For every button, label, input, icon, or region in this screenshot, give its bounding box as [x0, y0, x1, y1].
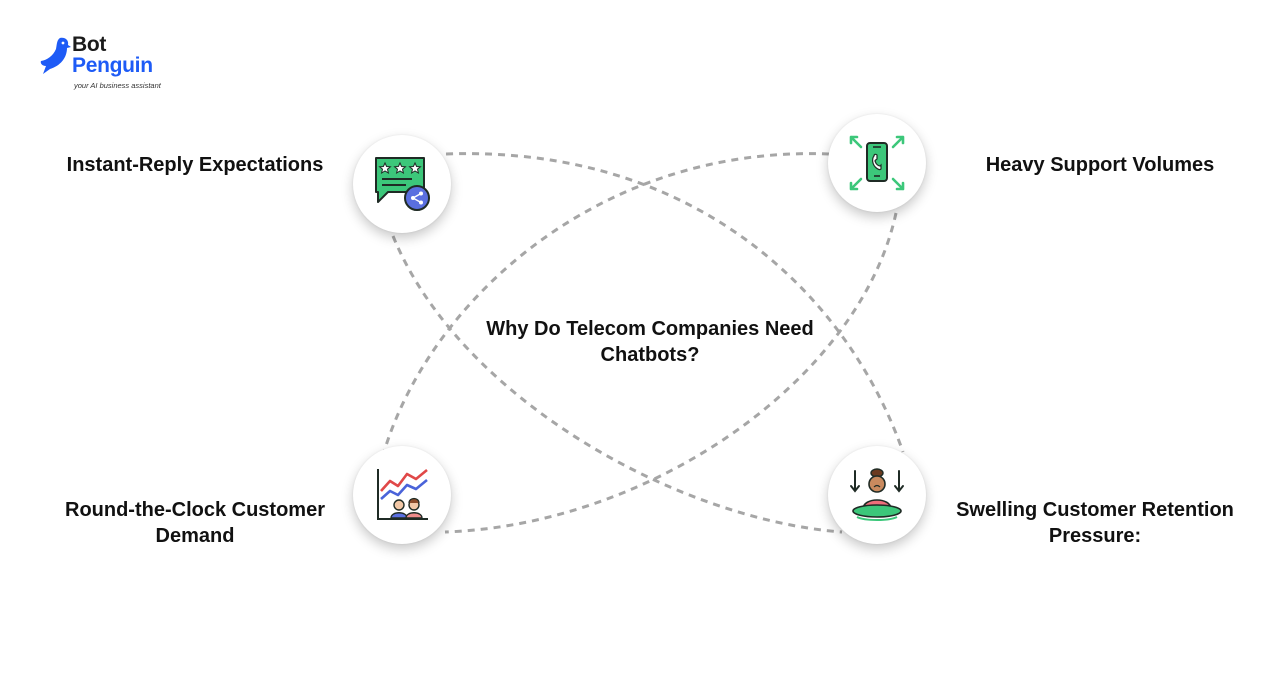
- connector-tl-to-br: [445, 152, 905, 453]
- brand-tagline: your AI business assistant: [74, 81, 161, 90]
- growth-chart-people-icon: [377, 468, 428, 520]
- node-round-the-clock: [353, 446, 451, 544]
- person-sinking-icon: [850, 468, 904, 521]
- node-instant-reply: [353, 135, 451, 233]
- penguin-bird-icon: [40, 37, 71, 74]
- brand-name-line2: Penguin: [72, 54, 153, 77]
- diagram-title: Why Do Telecom Companies Need Chatbots?: [486, 318, 814, 366]
- node-label-support-volumes: Heavy Support Volumes: [985, 154, 1215, 176]
- star-rating-chat-icon: [375, 157, 430, 211]
- node-retention-pressure: [828, 446, 926, 544]
- connector-tr-to-bl: [382, 152, 830, 453]
- connector-tr-to-bl-lower: [444, 212, 898, 534]
- node-label-retention-pressure: Swelling Customer Retention Pressure:: [956, 499, 1234, 547]
- connector-tl-to-br-lower: [391, 235, 843, 534]
- brand-logo: Bot Penguin your AI business assistant: [40, 34, 180, 94]
- node-label-instant-reply: Instant-Reply Expectations: [66, 154, 324, 176]
- node-support-volumes: [828, 114, 926, 212]
- phone-expand-icon: [849, 135, 905, 191]
- brand-name-line1: Bot: [72, 33, 107, 56]
- node-label-round-the-clock: Round-the-Clock Customer Demand: [65, 499, 325, 547]
